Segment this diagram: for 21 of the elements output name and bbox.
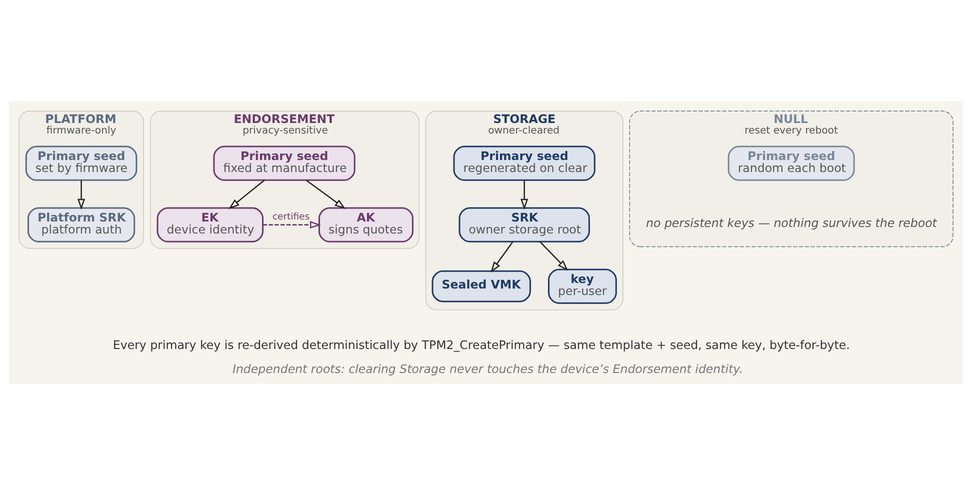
- arrow: [490, 241, 514, 273]
- label: no persistent keys — nothing survives the reboot: [646, 216, 937, 230]
- arrow: [520, 180, 528, 210]
- node-box: Primary seed fixed at manufacture: [213, 146, 356, 181]
- arrow: [539, 241, 568, 271]
- edge-label: certifies: [272, 212, 310, 223]
- arrow: [306, 180, 346, 210]
- arrow: [77, 180, 86, 210]
- node-box: Platform SRK platform auth: [27, 207, 136, 242]
- node-box: key per-user: [548, 268, 617, 304]
- arrow: [228, 180, 265, 210]
- node-box: Primary seed random each boot: [728, 146, 855, 181]
- node-box: Primary seed regenerated on clear: [453, 146, 596, 181]
- node-box: SRK owner storage root: [458, 207, 590, 242]
- node-box: Primary seed set by firmware: [25, 146, 138, 181]
- node-box: EK device identity: [156, 207, 264, 242]
- arrow: [262, 220, 321, 229]
- node-box: AK signs quotes: [318, 207, 414, 242]
- label: Every primary key is re-derived deterministically by TPM2_CreatePrimary — same template + seed, same key, byte-for-byte.: [112, 338, 850, 352]
- node-box: Sealed VMK: [432, 270, 531, 302]
- caption: Independent roots: clearing Storage never touches the device’s Endorsement identity.: [232, 362, 743, 376]
